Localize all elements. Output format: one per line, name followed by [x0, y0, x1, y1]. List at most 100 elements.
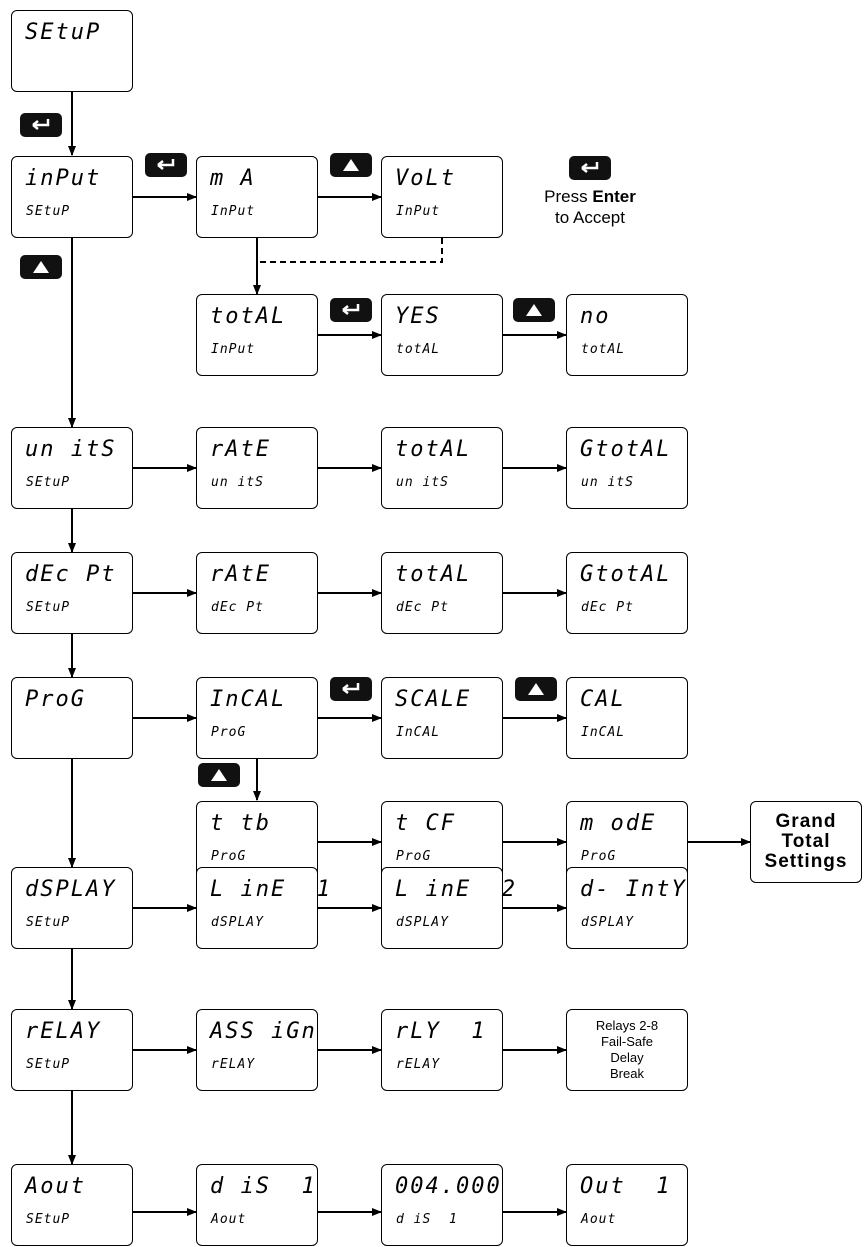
display-top: InCAL: [210, 687, 287, 712]
display-bottom: dSPLAY: [581, 915, 634, 930]
menu-box-aout: Aout SEtuP: [11, 1164, 133, 1246]
display-top: GtotAL: [580, 562, 672, 587]
menu-box-decpt-rate: rAtE dEc Pt: [196, 552, 318, 634]
display-top: L inE 1: [210, 877, 332, 902]
menu-box-no: no totAL: [566, 294, 688, 376]
menu-box-total: totAL InPut: [196, 294, 318, 376]
enter-key-icon: [330, 677, 372, 701]
display-bottom: Aout: [211, 1212, 247, 1227]
display-top: Out 1: [580, 1174, 672, 1199]
up-arrow-key-icon: [198, 763, 240, 787]
menu-box-line1: L inE 1 dSPLAY: [196, 867, 330, 949]
display-bottom: un itS: [211, 475, 264, 490]
legend-enter-word: Enter: [592, 187, 636, 206]
display-top: ASS iGn: [210, 1019, 317, 1044]
display-bottom: dEc Pt: [396, 600, 449, 615]
display-top: YES: [395, 304, 441, 329]
display-bottom: SEtuP: [26, 475, 71, 490]
relays-line3: Delay: [610, 1050, 644, 1065]
enter-legend: Press Enter to Accept: [520, 156, 660, 228]
display-bottom: InPut: [396, 204, 441, 219]
display-top: L inE 2: [395, 877, 517, 902]
display-bottom: SEtuP: [26, 915, 71, 930]
display-top: t tb: [210, 811, 271, 836]
menu-box-dsplay: dSPLAY SEtuP: [11, 867, 133, 949]
menu-box-units-gtotal: GtotAL un itS: [566, 427, 688, 509]
display-bottom: ProG: [211, 725, 247, 740]
display-bottom: SEtuP: [26, 1057, 71, 1072]
display-top: 004.000: [395, 1174, 502, 1199]
display-bottom: InPut: [211, 204, 256, 219]
menu-box-prog: ProG: [11, 677, 133, 759]
up-arrow-key-icon: [330, 153, 372, 177]
display-bottom: rELAY: [211, 1057, 256, 1072]
menu-box-units-rate: rAtE un itS: [196, 427, 318, 509]
display-top: totAL: [395, 562, 472, 587]
up-arrow-key-icon: [513, 298, 555, 322]
display-top: rAtE: [210, 437, 271, 462]
display-top: rAtE: [210, 562, 271, 587]
display-top: CAL: [580, 687, 626, 712]
legend-line1: Press Enter: [520, 186, 660, 207]
display-bottom: InCAL: [396, 725, 441, 740]
menu-box-line2: L inE 2 dSPLAY: [381, 867, 515, 949]
display-bottom: d iS 1: [396, 1212, 458, 1227]
menu-box-dis1: d iS 1 Aout: [196, 1164, 318, 1246]
display-top: SEtuP: [25, 20, 102, 45]
display-top: m A: [210, 166, 256, 191]
display-bottom: un itS: [396, 475, 449, 490]
display-top: ProG: [25, 687, 86, 712]
display-bottom: dSPLAY: [396, 915, 449, 930]
menu-box-units-total: totAL un itS: [381, 427, 503, 509]
display-top: inPut: [25, 166, 102, 191]
menu-box-out1: Out 1 Aout: [566, 1164, 688, 1246]
dashed-volt-total: [256, 238, 443, 272]
display-bottom: dSPLAY: [211, 915, 264, 930]
display-bottom: dEc Pt: [211, 600, 264, 615]
display-bottom: totAL: [396, 342, 441, 357]
display-bottom: SEtuP: [26, 600, 71, 615]
grand-total-line2: Total: [781, 831, 831, 852]
menu-box-decpt: dEc Pt SEtuP: [11, 552, 133, 634]
display-bottom: ProG: [396, 849, 432, 864]
display-top: rELAY: [25, 1019, 102, 1044]
enter-key-icon: [145, 153, 187, 177]
enter-key-icon: [330, 298, 372, 322]
display-bottom: SEtuP: [26, 204, 71, 219]
display-top: un itS: [25, 437, 117, 462]
up-arrow-key-icon: [20, 255, 62, 279]
menu-box-ma: m A InPut: [196, 156, 318, 238]
menu-box-decpt-total: totAL dEc Pt: [381, 552, 503, 634]
display-bottom: ProG: [211, 849, 247, 864]
display-top: totAL: [210, 304, 287, 329]
legend-line2: to Accept: [555, 208, 625, 227]
relays-line1: Relays 2-8: [595, 1018, 659, 1033]
menu-box-input: inPut SEtuP: [11, 156, 133, 238]
menu-box-cal: CAL InCAL: [566, 677, 688, 759]
grand-total-line1: Grand: [775, 811, 837, 832]
relays-line2: Fail-Safe: [600, 1034, 653, 1049]
display-bottom: SEtuP: [26, 1212, 71, 1227]
enter-key-icon: [20, 113, 62, 137]
display-top: SCALE: [395, 687, 472, 712]
menu-box-decpt-gtotal: GtotAL dEc Pt: [566, 552, 688, 634]
display-top: d- IntY: [580, 877, 687, 902]
display-top: Aout: [25, 1174, 86, 1199]
display-bottom: Aout: [581, 1212, 617, 1227]
menu-box-relay: rELAY SEtuP: [11, 1009, 133, 1091]
menu-box-rly1: rLY 1 rELAY: [381, 1009, 503, 1091]
display-bottom: totAL: [581, 342, 626, 357]
display-bottom: InCAL: [581, 725, 626, 740]
display-top: VoLt: [395, 166, 456, 191]
display-bottom: un itS: [581, 475, 634, 490]
menu-box-yes: YES totAL: [381, 294, 503, 376]
menu-box-incal: InCAL ProG: [196, 677, 318, 759]
menu-box-setup: SEtuP: [11, 10, 133, 92]
display-bottom: dEc Pt: [581, 600, 634, 615]
menu-box-assign: ASS iGn rELAY: [196, 1009, 318, 1091]
menu-box-volt: VoLt InPut: [381, 156, 503, 238]
grand-total-line3: Settings: [764, 851, 848, 872]
display-top: GtotAL: [580, 437, 672, 462]
relays-settings-box: Relays 2-8 Fail-Safe Delay Break: [566, 1009, 688, 1091]
